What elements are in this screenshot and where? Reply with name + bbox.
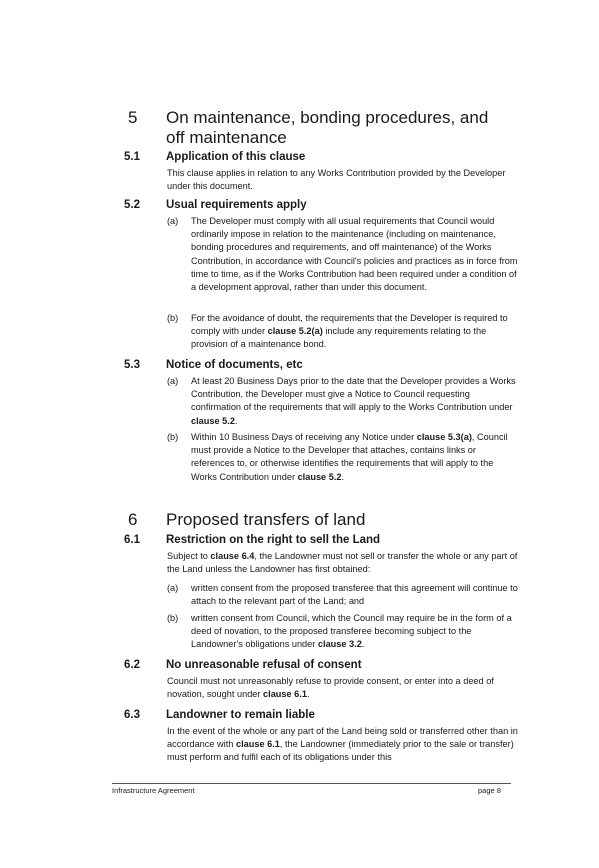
clause-reference: clause 5.3(a) <box>416 432 472 442</box>
section-title: On maintenance, bonding procedures, and … <box>166 108 489 147</box>
item-label: (a) <box>167 376 179 386</box>
clause-title: Notice of documents, etc <box>166 359 303 371</box>
item-label: (b) <box>167 313 179 323</box>
clause-6-2-body: Council must not unreasonably refuse to … <box>167 676 494 700</box>
clause-5-1-body: This clause applies in relation to any W… <box>167 168 506 192</box>
footer-document-title: Infrastructure Agreement <box>112 786 195 795</box>
footer-page-number: page 8 <box>478 786 501 795</box>
item-label: (a) <box>167 216 179 226</box>
clause-title: Landowner to remain liable <box>166 709 315 721</box>
clause-title: Usual requirements apply <box>166 199 307 211</box>
clause-reference: clause 6.1 <box>235 739 280 750</box>
clause-title: Application of this clause <box>166 151 306 163</box>
item-text: written consent from Council, which the … <box>191 613 512 650</box>
section-number: 6 <box>128 510 138 529</box>
section-number: 5 <box>128 108 138 127</box>
clause-number: 6.3 <box>124 709 140 721</box>
clause-number: 5.2 <box>124 199 140 211</box>
clause-reference: clause 6.4 <box>210 551 255 561</box>
clause-number: 5.3 <box>124 359 140 371</box>
item-label: (b) <box>167 432 179 442</box>
item-text: Within 10 Business Days of receiving any… <box>191 432 508 482</box>
item-text: written consent from the proposed transf… <box>191 583 518 607</box>
section-title: Proposed transfers of land <box>166 510 366 529</box>
clause-title: No unreasonable refusal of consent <box>166 659 362 671</box>
clause-number: 5.1 <box>124 151 140 163</box>
clause-reference: clause 3.2 <box>317 639 362 650</box>
clause-6-1-body: Subject to clause 6.4, the Landowner mus… <box>167 551 518 575</box>
item-label: (a) <box>167 583 179 593</box>
clause-number: 6.2 <box>124 659 140 671</box>
clause-6-3-body: In the event of the whole or any part of… <box>167 726 518 763</box>
clause-title: Restriction on the right to sell the Lan… <box>166 534 381 546</box>
clause-reference: clause 5.2 <box>297 471 342 482</box>
item-text: For the avoidance of doubt, the requirem… <box>191 313 508 350</box>
item-text: The Developer must comply with all usual… <box>191 216 518 293</box>
item-label: (b) <box>167 613 179 623</box>
clause-reference: clause 5.2 <box>191 415 235 426</box>
clause-reference: clause 6.1 <box>263 689 307 700</box>
item-text: At least 20 Business Days prior to the d… <box>191 376 516 426</box>
clause-number: 6.1 <box>124 534 140 546</box>
footer-rule <box>112 783 511 784</box>
clause-reference: clause 5.2(a) <box>267 326 323 337</box>
